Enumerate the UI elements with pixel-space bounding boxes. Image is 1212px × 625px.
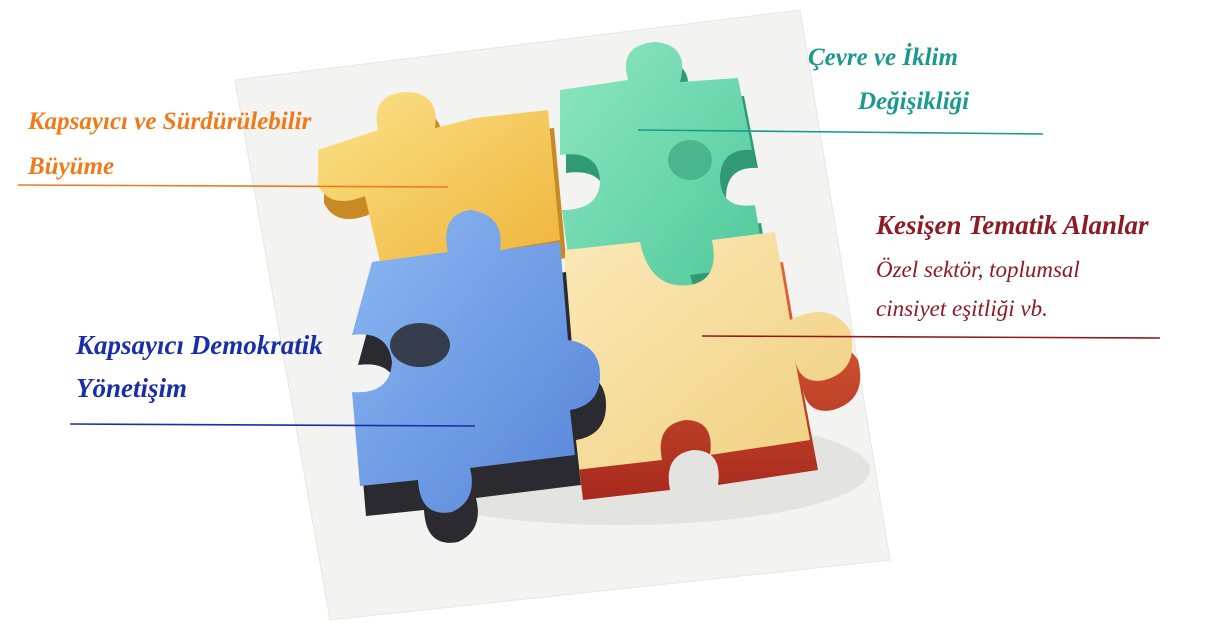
leader-line-climate bbox=[637, 129, 1044, 135]
label-governance-line2: Yönetişim bbox=[76, 373, 188, 403]
puzzle-piece-governance bbox=[352, 210, 606, 543]
label-crosscutting-title: Kesişen Tematik Alanlar bbox=[876, 210, 1149, 240]
label-climate-line2: Değişikliği bbox=[858, 88, 970, 115]
puzzle-piece-growth bbox=[318, 92, 566, 280]
leader-line-governance bbox=[69, 423, 476, 427]
puzzle-piece-crosscutting bbox=[565, 232, 861, 500]
label-crosscutting-sub1: Özel sektör, toplumsal bbox=[876, 257, 1080, 282]
label-growth-line1: Kapsayıcı ve Sürdürülebilir bbox=[28, 108, 312, 135]
label-climate-line1: Çevre ve İklim bbox=[808, 44, 958, 71]
label-crosscutting-sub2: cinsiyet eşitliği vb. bbox=[876, 296, 1048, 321]
label-growth-line2: Büyüme bbox=[28, 153, 115, 180]
leader-line-crosscutting bbox=[701, 335, 1161, 339]
label-governance-line1: Kapsayıcı Demokratik bbox=[76, 330, 323, 360]
leader-line-growth bbox=[17, 184, 449, 188]
